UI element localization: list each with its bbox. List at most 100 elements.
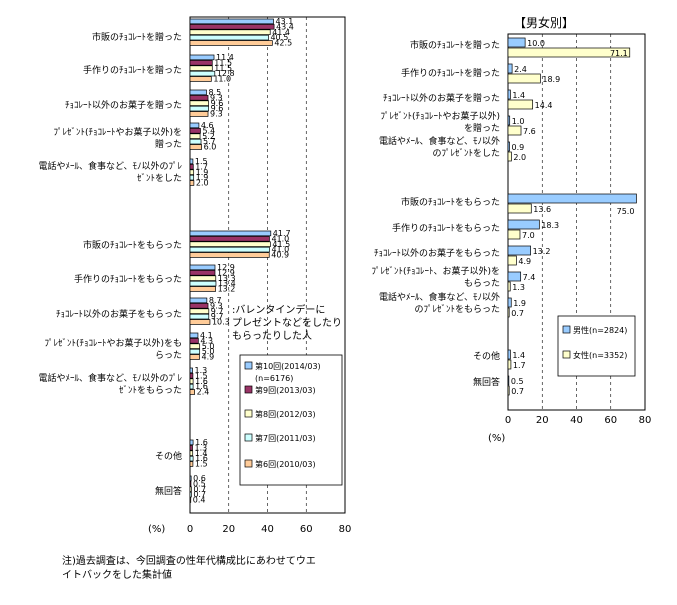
left-bar [189, 65, 213, 71]
left-bar [189, 286, 216, 292]
left-value-label: 13.3 [218, 274, 236, 283]
right-category-label: 手作りのﾁｮｺﾚｰﾄを贈った [401, 67, 500, 79]
left-bar [189, 246, 270, 253]
left-value-label: 11.4 [216, 53, 234, 62]
left-value-label: 9.3 [210, 301, 223, 310]
left-category-label: 市販のﾁｮｺﾚｰﾄをもらった [83, 239, 182, 251]
left-bar [189, 389, 196, 395]
left-bar [189, 40, 273, 46]
right-bar [507, 245, 531, 256]
left-bar [189, 100, 209, 106]
right-legend-label: 男性(n=2824) [573, 325, 627, 335]
right-xtick-label: 0 [505, 415, 511, 426]
right-value-label: 4.9 [518, 257, 531, 266]
left-category-label: ｾﾞﾝﾄをした [137, 173, 182, 184]
right-bar [507, 125, 522, 136]
left-bar [189, 174, 195, 181]
footnote: 注)過去調査は、今回調査の性年代構成比にあわせてウエ イトバックをした集計値 [62, 555, 382, 583]
right-bar [507, 255, 517, 266]
left-value-label: 12.8 [217, 69, 235, 78]
left-value-label: 43.1 [276, 17, 294, 26]
left-value-label: 1.5 [195, 157, 208, 166]
left-bar [189, 497, 192, 503]
left-legend-box [239, 354, 343, 486]
right-category-label: ﾌﾟﾚｾﾞﾝﾄ(ﾁｮｺﾚｰﾄ、お菓子以外)を [371, 265, 500, 277]
left-xtick-label: 0 [187, 524, 193, 535]
left-category-label: 電話やﾒｰﾙ、食事など、ﾓﾉ以外のﾌﾟﾚ [38, 372, 182, 384]
right-bar [507, 375, 510, 386]
left-category-label: 電話やﾒｰﾙ、食事など、ﾓﾉ以外のﾌﾟﾚ [38, 160, 182, 172]
left-value-label: 8.5 [208, 88, 221, 97]
right-bar [507, 229, 521, 240]
left-bar [189, 18, 274, 25]
right-value-label: 1.4 [512, 91, 525, 100]
left-annotation-text: :バレンタインデーに [232, 303, 325, 316]
right-bar [507, 73, 541, 84]
right-bar [507, 47, 631, 58]
left-bar [189, 54, 215, 61]
left-value-label: 0.4 [193, 496, 206, 505]
left-bar [189, 491, 192, 498]
left-value-label: 5.0 [202, 347, 215, 356]
right-bar [507, 349, 511, 360]
left-value-label: 12.9 [217, 263, 235, 272]
left-value-label: 2.4 [197, 388, 210, 397]
footnote-line-2: イトバックをした集計値 [62, 570, 172, 581]
right-category-label: 市販のﾁｮｺﾚｰﾄをもらった [401, 196, 500, 208]
left-value-label: 0.7 [193, 485, 206, 494]
left-legend-swatch [244, 409, 253, 418]
right-legend-swatch [562, 325, 571, 334]
left-category-label: ﾁｮｺﾚｰﾄ以外のお菓子を贈った [65, 99, 182, 111]
right-xtick-label: 40 [570, 415, 583, 426]
left-bar [189, 128, 201, 134]
left-value-label: 2.0 [196, 179, 209, 188]
left-category-label: ｾﾞﾝﾄをもらった [119, 385, 182, 396]
left-bar [189, 275, 217, 281]
left-bar [189, 230, 272, 237]
left-bar [189, 169, 195, 175]
left-annotation-text: もらったりした人 [232, 330, 312, 342]
right-category-label: のﾌﾟﾚｾﾞﾝﾄをもらった [414, 304, 500, 315]
left-category-label: 市販のﾁｮｺﾚｰﾄを贈った [92, 31, 182, 43]
left-bar [189, 303, 209, 309]
right-bar [507, 297, 512, 308]
left-category-label: ﾌﾟﾚｾﾞﾝﾄ(ﾁｮｺﾚｰﾄやお菓子以外)を [53, 126, 182, 138]
right-value-label: 75.0 [617, 207, 635, 216]
right-category-label: 電話やﾒｰﾙ、食事など、ﾓﾉ以外 [379, 135, 500, 147]
right-value-label: 18.9 [542, 75, 560, 84]
left-value-label: 9.6 [211, 104, 224, 113]
left-category-label: 手作りのﾁｮｺﾚｰﾄをもらった [74, 273, 182, 285]
left-value-label: 42.5 [274, 39, 292, 48]
left-legend-label: 第7回(2011/03) [255, 433, 316, 443]
left-bar [189, 486, 192, 492]
right-category-label: 電話やﾒｰﾙ、食事など、ﾓﾉ以外 [379, 291, 500, 303]
left-bar [189, 252, 270, 258]
left-value-label: 9.6 [211, 99, 224, 108]
left-annotation-text: プレゼントなどをしたり [232, 317, 342, 329]
left-bar [189, 111, 209, 117]
left-bar [189, 348, 201, 355]
left-bar [189, 332, 199, 339]
footnote-line-1: 注)過去調査は、今回調査の性年代構成比にあわせてウエ [62, 556, 316, 567]
right-bar [507, 99, 534, 110]
left-value-label: 11.5 [214, 64, 232, 73]
right-value-label: 1.9 [513, 299, 526, 308]
right-xtick-label: 60 [604, 415, 617, 426]
left-value-label: 43.4 [276, 22, 294, 31]
right-value-label: 71.1 [610, 49, 628, 58]
left-bar [189, 138, 202, 145]
left-bar [189, 343, 201, 349]
left-value-label: 6.0 [204, 143, 217, 152]
left-value-label: 9.3 [210, 93, 223, 102]
left-bar [189, 180, 195, 186]
left-value-label: 1.6 [195, 377, 208, 386]
left-bar [189, 270, 216, 276]
right-value-label: 2.0 [513, 153, 526, 162]
right-bar [507, 37, 526, 48]
right-value-label: 0.7 [511, 309, 524, 318]
left-legend-label: 第9回(2013/03) [255, 385, 316, 395]
left-category-label: その他 [155, 450, 182, 462]
left-value-label: 5.0 [202, 342, 215, 351]
right-category-label: ﾁｮｺﾚｰﾄ以外のお菓子を贈った [383, 92, 500, 104]
